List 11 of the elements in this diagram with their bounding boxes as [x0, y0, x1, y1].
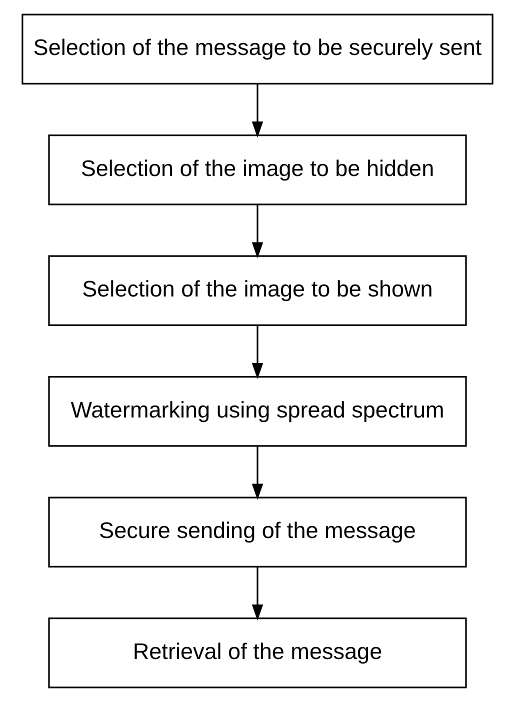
arrow: [252, 204, 264, 258]
node-box: Retrieval of the message: [48, 617, 467, 688]
arrow: [252, 326, 264, 380]
node-box: Selection of the message to be securely sent: [22, 14, 494, 85]
arrow: [252, 446, 264, 500]
arrow: [252, 567, 264, 621]
node-box: Watermarking using spread spectrum: [48, 376, 467, 447]
node-box: Selection of the image to be shown: [48, 255, 467, 326]
node-box: Selection of the image to be hidden: [48, 134, 467, 206]
node-box: Secure sending of the message: [48, 496, 467, 568]
arrow: [252, 84, 264, 138]
